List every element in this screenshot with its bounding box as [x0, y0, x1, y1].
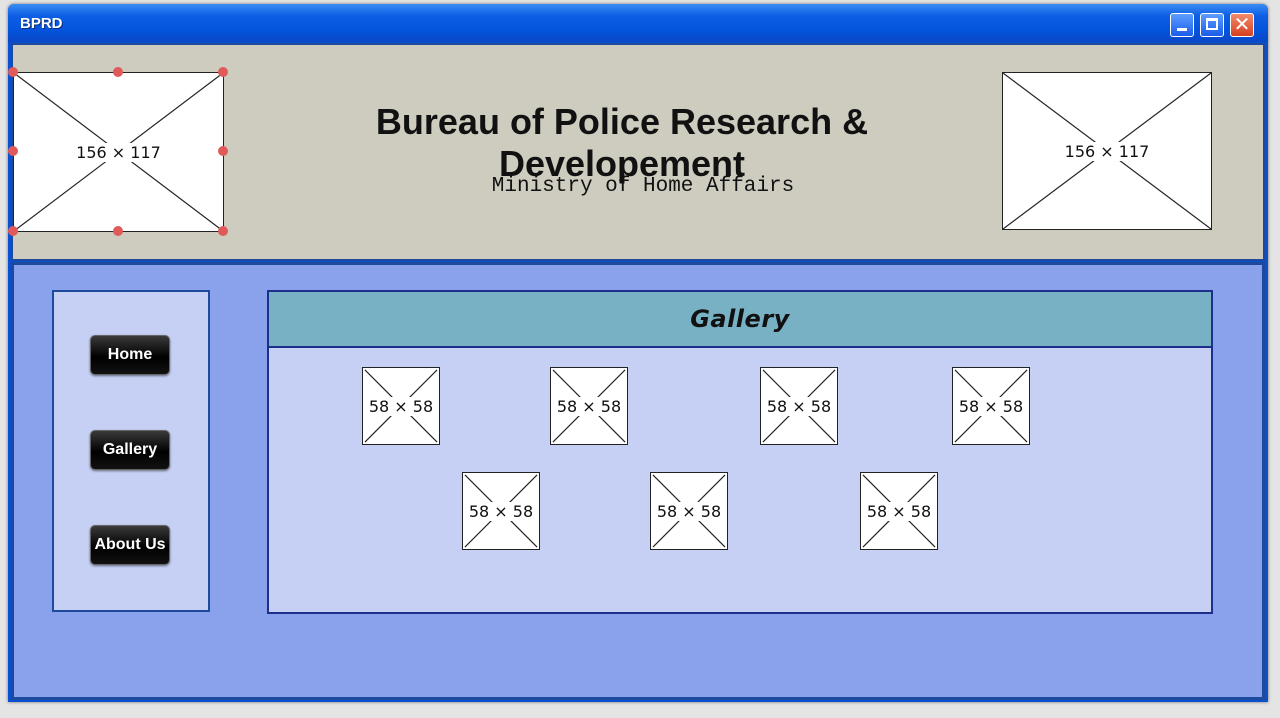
maximize-icon — [1206, 18, 1218, 30]
content-area: Home Gallery About Us Gallery 58 × 58 — [11, 262, 1265, 700]
gallery-image[interactable]: 58 × 58 — [760, 367, 838, 445]
nav-gallery-button[interactable]: Gallery — [90, 430, 170, 470]
nav-about-us-button[interactable]: About Us — [90, 525, 170, 565]
title-bar[interactable]: BPRD ✕ — [8, 4, 1268, 42]
nav-home-button[interactable]: Home — [90, 335, 170, 375]
close-button[interactable]: ✕ — [1230, 13, 1254, 37]
gallery-image[interactable]: 58 × 58 — [860, 472, 938, 550]
resize-handle[interactable] — [113, 67, 123, 77]
minimize-button[interactable] — [1170, 13, 1194, 37]
minimize-icon — [1177, 28, 1187, 31]
resize-handle[interactable] — [8, 146, 18, 156]
image-size-label: 58 × 58 — [957, 396, 1025, 416]
page-header: 156 × 117 Bureau of Police Research & De… — [8, 43, 1265, 261]
resize-handle[interactable] — [218, 67, 228, 77]
resize-handle[interactable] — [8, 226, 18, 236]
gallery-image[interactable]: 58 × 58 — [462, 472, 540, 550]
image-size-label: 58 × 58 — [467, 501, 535, 521]
resize-handle[interactable] — [218, 146, 228, 156]
window-title: BPRD — [20, 15, 63, 32]
gallery-title: Gallery — [690, 305, 790, 333]
gallery-image[interactable]: 58 × 58 — [650, 472, 728, 550]
image-size-label: 58 × 58 — [655, 501, 723, 521]
resize-handle[interactable] — [218, 226, 228, 236]
page-subtitle: Ministry of Home Affairs — [491, 175, 795, 198]
logo-left-size-label: 156 × 117 — [75, 142, 162, 162]
page-title: Bureau of Police Research & Developement — [375, 101, 869, 184]
resize-handle[interactable] — [8, 67, 18, 77]
close-icon: ✕ — [1233, 14, 1251, 36]
gallery-image[interactable]: 58 × 58 — [550, 367, 628, 445]
app-window: BPRD ✕ 156 × 117 Bureau — [8, 4, 1268, 702]
logo-right-image[interactable]: 156 × 117 — [1002, 72, 1212, 230]
gallery-header: Gallery — [269, 292, 1211, 348]
maximize-button[interactable] — [1200, 13, 1224, 37]
resize-handle[interactable] — [113, 226, 123, 236]
gallery-panel: Gallery 58 × 58 58 × 58 — [267, 290, 1213, 614]
image-size-label: 58 × 58 — [865, 501, 933, 521]
logo-left-image[interactable]: 156 × 117 — [13, 72, 224, 232]
gallery-image[interactable]: 58 × 58 — [362, 367, 440, 445]
gallery-image[interactable]: 58 × 58 — [952, 367, 1030, 445]
image-size-label: 58 × 58 — [555, 396, 623, 416]
image-size-label: 58 × 58 — [765, 396, 833, 416]
logo-right-size-label: 156 × 117 — [1063, 141, 1151, 161]
sidebar-nav: Home Gallery About Us — [52, 290, 210, 612]
image-size-label: 58 × 58 — [367, 396, 435, 416]
